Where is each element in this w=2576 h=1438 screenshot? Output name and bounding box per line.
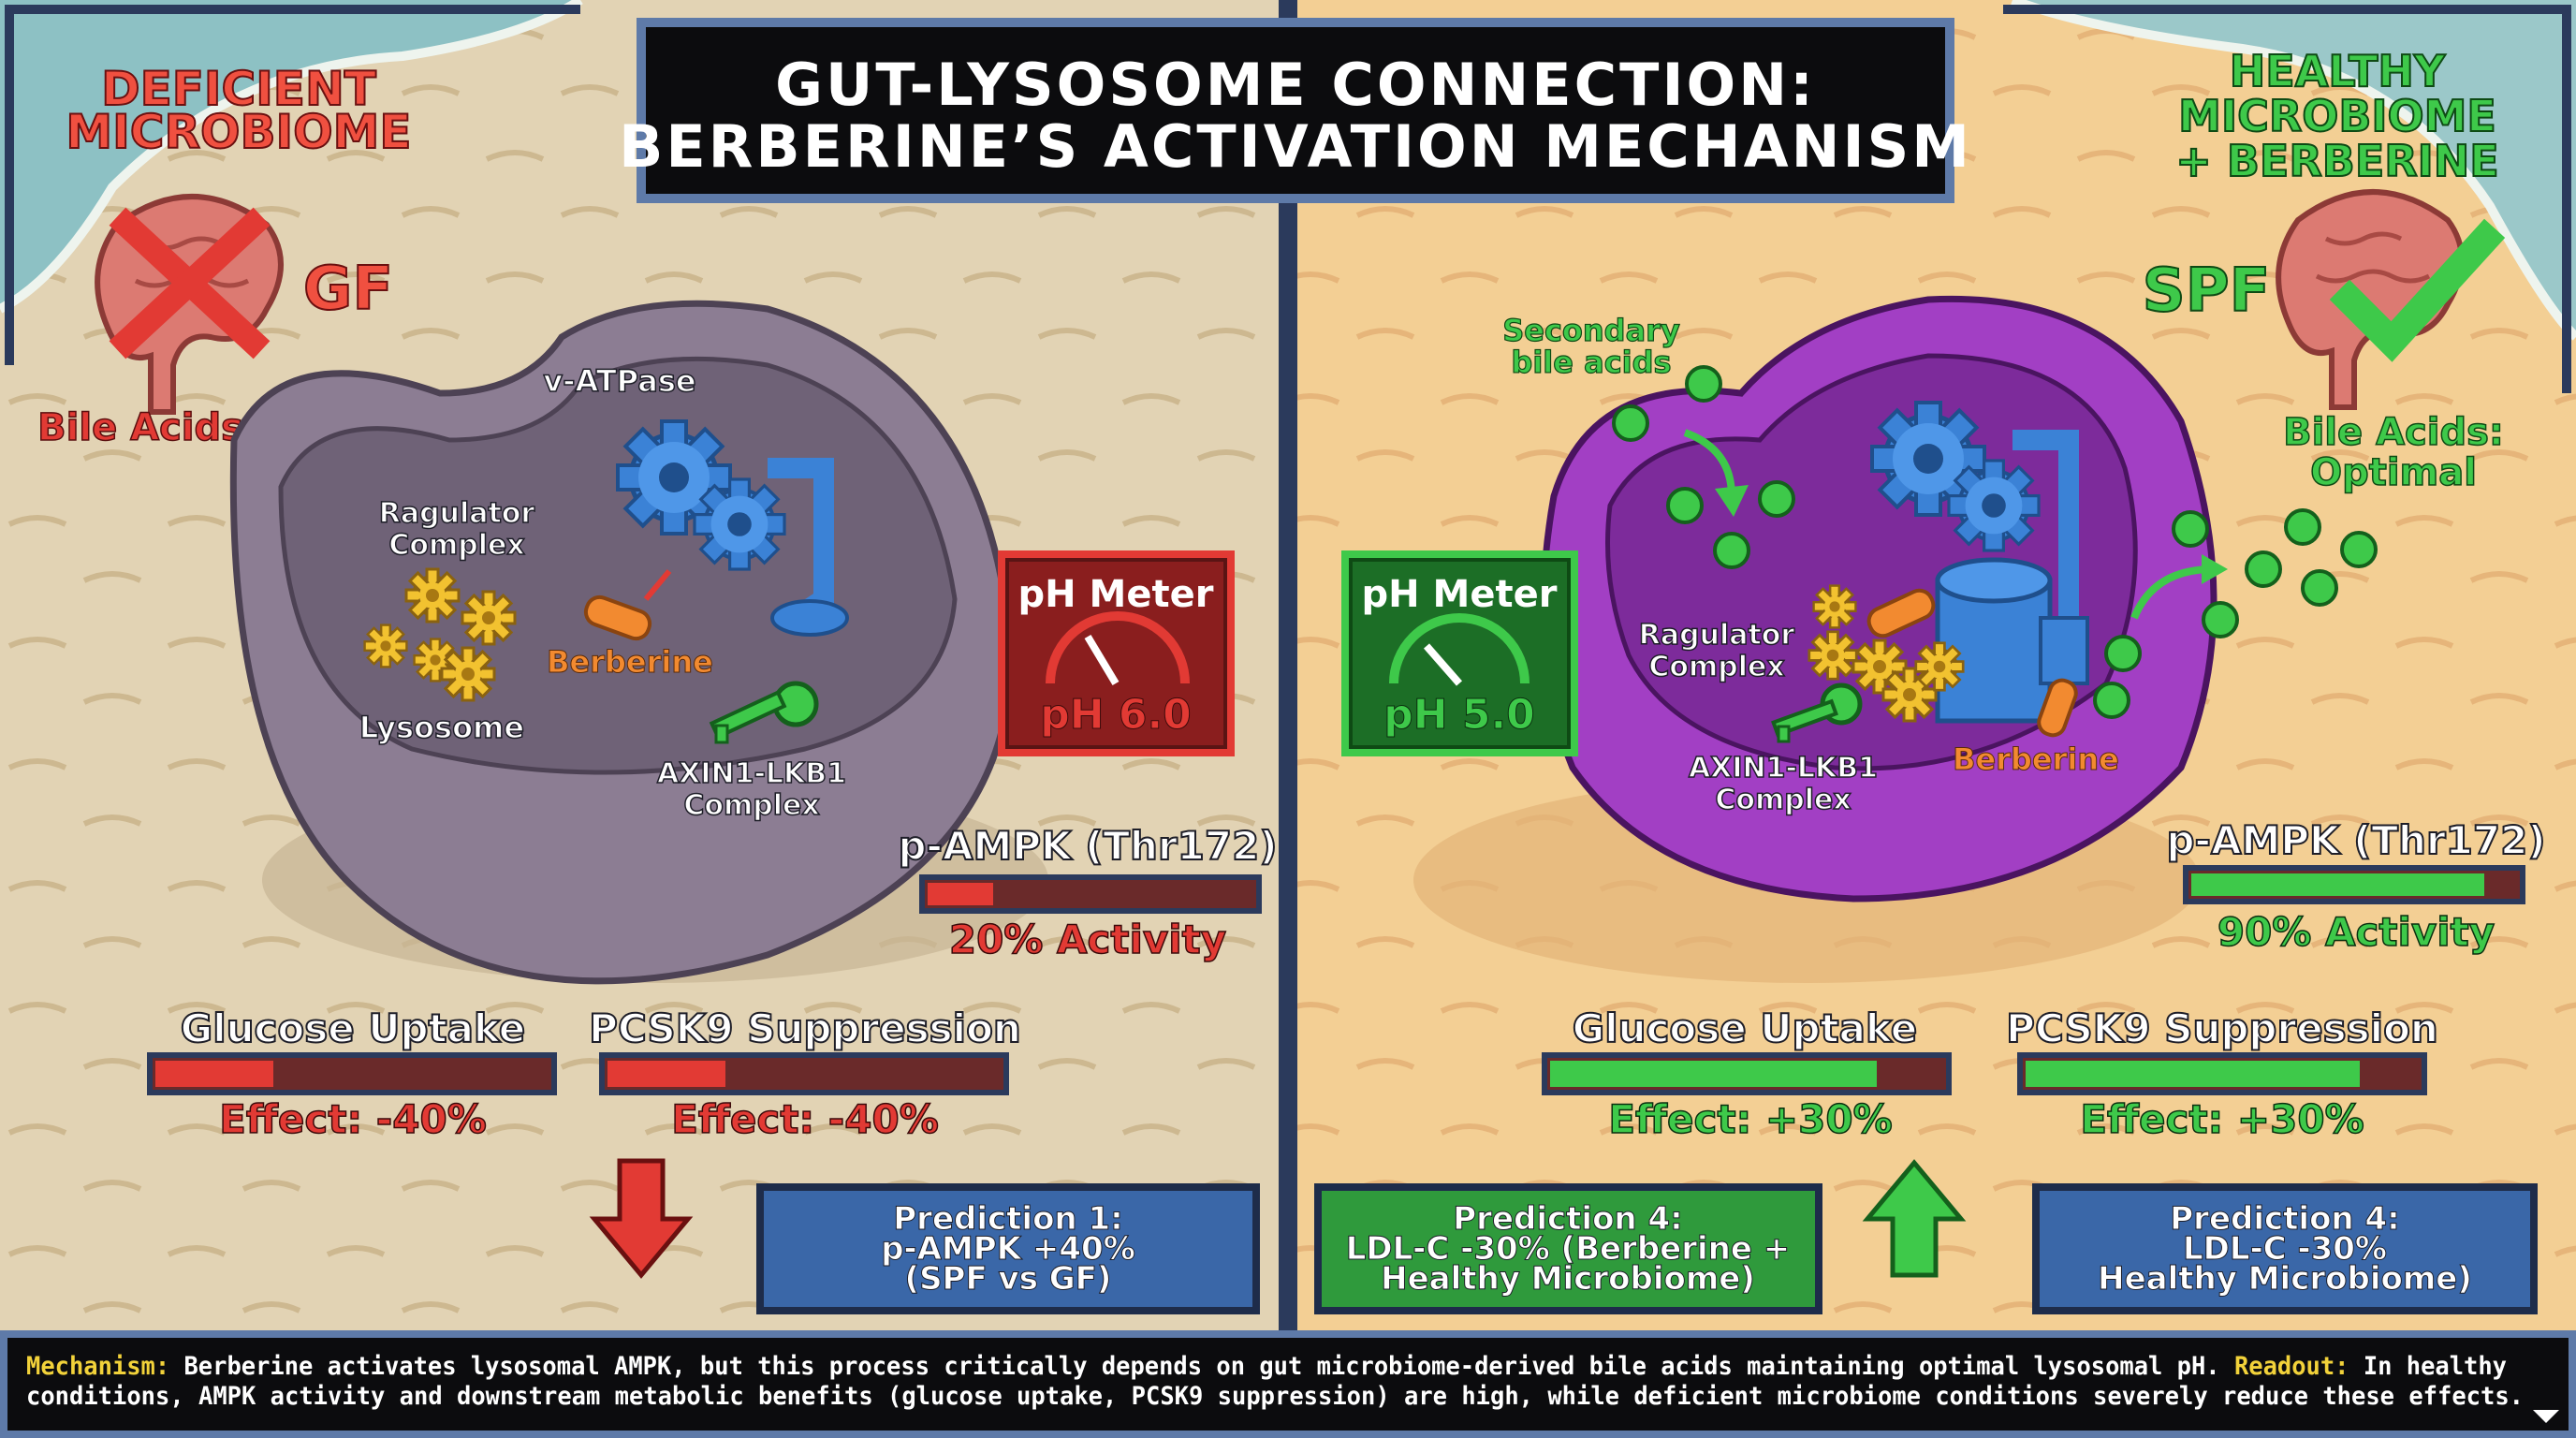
left-frame xyxy=(5,5,580,365)
left-berberine-pill xyxy=(583,594,652,641)
right-ampk-activity: 90% Activity xyxy=(2217,909,2495,955)
red-x-icon xyxy=(109,207,271,360)
right-ragulator-line1: Ragulator xyxy=(1639,619,1795,652)
bile-out-arrowhead xyxy=(2202,554,2228,584)
left-heading-line1: DEFICIENT xyxy=(101,62,376,116)
footer-box xyxy=(0,1330,2576,1438)
right-ph-value: pH 5.0 xyxy=(1383,691,1535,739)
footer-readout-text: In healthy xyxy=(2349,1352,2507,1381)
green-check-icon xyxy=(2329,218,2506,362)
left-ampk-bar-fill xyxy=(928,883,993,905)
right-heading-line1: HEALTHY xyxy=(2230,46,2446,96)
right-axin-line2: Complex xyxy=(1715,784,1851,816)
right-heading-line2: MICROBIOME xyxy=(2178,91,2496,141)
right-prediction-blue-line2: LDL-C -30% xyxy=(2183,1230,2387,1268)
title-line1: GUT-LYSOSOME CONNECTION: xyxy=(775,51,1816,119)
up-arrow-icon xyxy=(1862,1159,1967,1278)
bile-out-arrow-icon xyxy=(2130,565,2210,620)
left-water xyxy=(0,0,580,309)
right-berberine-label: Berberine xyxy=(1953,741,2119,777)
right-glucose-title: Glucose Uptake xyxy=(1573,1005,1918,1051)
right-prediction-green-line2: LDL-C -30% (Berberine + xyxy=(1346,1230,1790,1268)
right-bile-line2: Optimal xyxy=(2310,451,2477,494)
left-berberine-arrow xyxy=(643,569,672,601)
right-pcsk9-effect: Effect: +30% xyxy=(2080,1096,2364,1142)
right-ampk-title: p-AMPK (Thr172) xyxy=(2166,817,2545,863)
left-ampk-title: p-AMPK (Thr172) xyxy=(898,823,1277,869)
right-foam xyxy=(2011,0,2576,341)
left-ragulator-line1: Ragulator xyxy=(379,497,535,530)
right-prediction-blue-line3: Healthy Microbiome) xyxy=(2098,1260,2472,1298)
right-pcsk9-bar-fill xyxy=(2026,1061,2360,1087)
left-axin-line1: AXIN1-LKB1 xyxy=(657,757,846,790)
footer-line2: conditions, AMPK activity and downstream… xyxy=(26,1382,2524,1411)
right-ph-gauge-icon xyxy=(1389,613,1530,684)
footer-mechanism-label: Mechanism: xyxy=(26,1352,169,1381)
center-divider xyxy=(1279,0,1297,1334)
footer-line1: Mechanism: Berberine activates lysosomal… xyxy=(26,1352,2507,1381)
right-axin-line1: AXIN1-LKB1 xyxy=(1689,752,1878,785)
left-pcsk9-effect: Effect: -40% xyxy=(671,1096,939,1142)
left-berberine-label: Berberine xyxy=(547,644,713,680)
right-ragulator-line2: Complex xyxy=(1648,651,1784,683)
right-frame xyxy=(2003,5,2571,393)
bile-in-arrowhead xyxy=(1715,485,1749,517)
left-prediction-line2: p-AMPK +40% xyxy=(881,1230,1135,1268)
left-glucose-effect: Effect: -40% xyxy=(219,1096,487,1142)
right-glucose-effect: Effect: +30% xyxy=(1608,1096,1892,1142)
left-ph-gauge-icon xyxy=(1046,611,1190,684)
left-prediction-box xyxy=(756,1183,1260,1314)
right-prediction-blue-box xyxy=(2032,1183,2538,1314)
right-prediction-green-box xyxy=(1314,1183,1822,1314)
right-prediction-blue-line1: Prediction 4: xyxy=(2170,1200,2399,1238)
right-prediction-green-line3: Healthy Microbiome) xyxy=(1381,1260,1755,1298)
left-prediction-line3: (SPF vs GF) xyxy=(905,1260,1112,1298)
right-berberine-pill-1 xyxy=(1866,588,1936,638)
down-arrow-icon xyxy=(589,1158,694,1279)
secondary-bile-line1: Secondary xyxy=(1502,313,1680,348)
right-axin-key-icon xyxy=(1771,682,1863,743)
bile-acid-dots xyxy=(1612,365,2378,719)
right-bile-line1: Bile Acids: xyxy=(2283,411,2504,454)
right-glucose-bar-fill xyxy=(1550,1061,1877,1087)
left-pcsk9-bar-fill xyxy=(607,1061,725,1087)
secondary-bile-line2: bile acids xyxy=(1511,345,1671,380)
left-prediction-line1: Prediction 1: xyxy=(893,1200,1122,1238)
title-line2: BERBERINE’S ACTIVATION MECHANISM xyxy=(619,112,1972,181)
left-heading-line2: MICROBIOME xyxy=(66,105,411,159)
left-axin-key-icon xyxy=(709,681,819,744)
left-ph-title: pH Meter xyxy=(1018,573,1214,616)
left-ph-value: pH 6.0 xyxy=(1040,691,1192,739)
left-glucose-bar-fill xyxy=(155,1061,273,1087)
right-water xyxy=(2012,0,2576,337)
left-axin-line2: Complex xyxy=(683,789,819,822)
left-ragulator-line2: Complex xyxy=(388,529,524,562)
right-ampk-bar-fill xyxy=(2191,873,2484,896)
footer-readout-label: Readout: xyxy=(2234,1352,2349,1381)
left-foam xyxy=(0,0,583,314)
gf-label: GF xyxy=(303,255,393,324)
left-lysosome-label: Lysosome xyxy=(359,710,524,745)
left-pcsk9-title: PCSK9 Suppression xyxy=(589,1005,1021,1051)
right-pcsk9-title: PCSK9 Suppression xyxy=(2006,1005,2438,1051)
spf-label: SPF xyxy=(2143,257,2271,326)
left-ph-meter: pH Meter pH 6.0 xyxy=(998,550,1235,756)
title-box xyxy=(637,18,1954,203)
left-vatpase-label: v-ATPase xyxy=(543,363,695,399)
right-berberine-pill-2 xyxy=(2037,678,2078,738)
right-ph-meter: pH Meter pH 5.0 xyxy=(1341,550,1578,756)
left-vatpase-icon xyxy=(618,421,849,637)
footer-mechanism-text: Berberine activates lysosomal AMPK, but … xyxy=(169,1352,2234,1381)
right-prediction-green-line1: Prediction 4: xyxy=(1453,1200,1682,1238)
left-glucose-title: Glucose Uptake xyxy=(181,1005,526,1051)
left-ampk-activity: 20% Activity xyxy=(949,917,1226,962)
right-heading-line3: + BERBERINE xyxy=(2175,136,2498,186)
footer-scroll-icon xyxy=(2533,1410,2559,1423)
right-ph-title: pH Meter xyxy=(1362,573,1558,616)
